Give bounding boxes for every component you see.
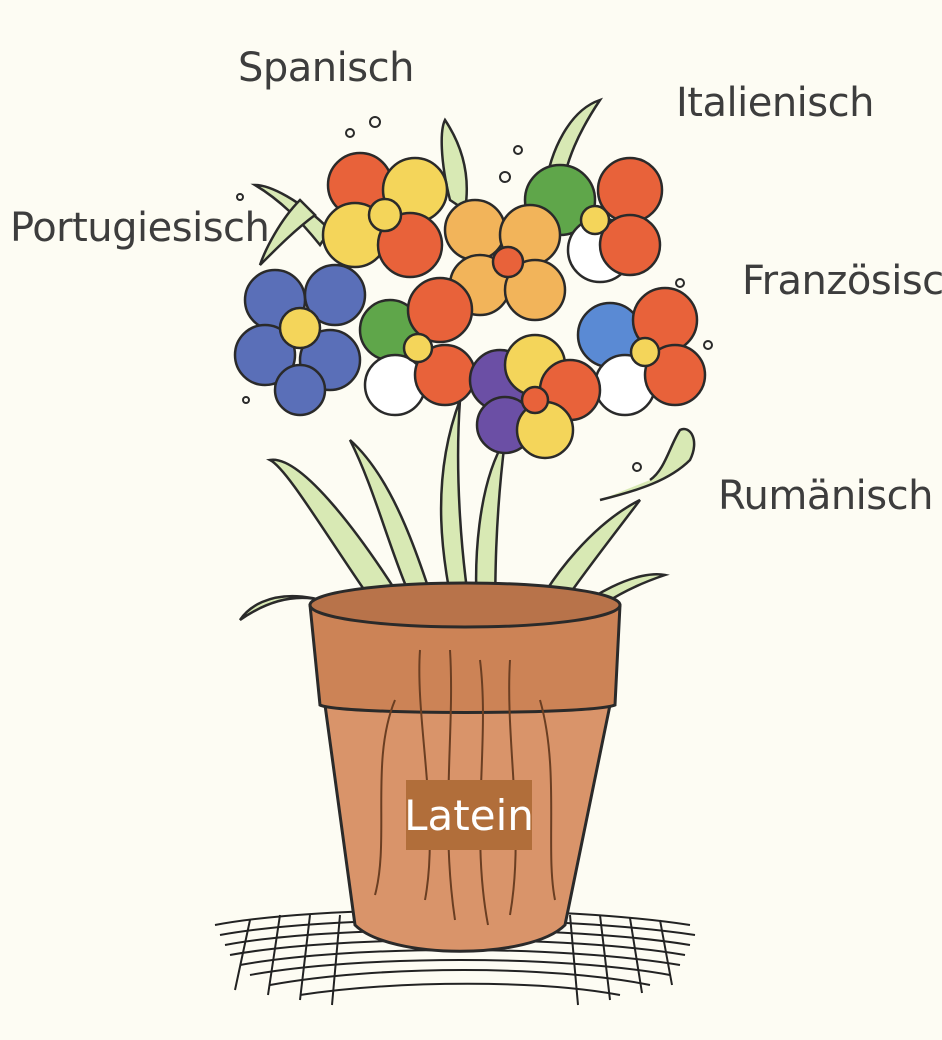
label-romanian: Rumänisch [718,473,933,519]
label-portuguese: Portugiesisch [10,205,269,251]
flower-red-yellow [323,153,447,277]
label-french: Französisch [742,258,942,304]
label-spanish: Spanisch [238,45,414,91]
label-latin-root: Latein [406,780,532,850]
flower-purple-yellow-red [470,335,600,458]
label-italian: Italienisch [676,80,874,126]
flower-green-red [360,278,475,415]
flower-bud [600,429,694,500]
flower-pot [310,583,620,951]
flower-blue [235,265,365,415]
